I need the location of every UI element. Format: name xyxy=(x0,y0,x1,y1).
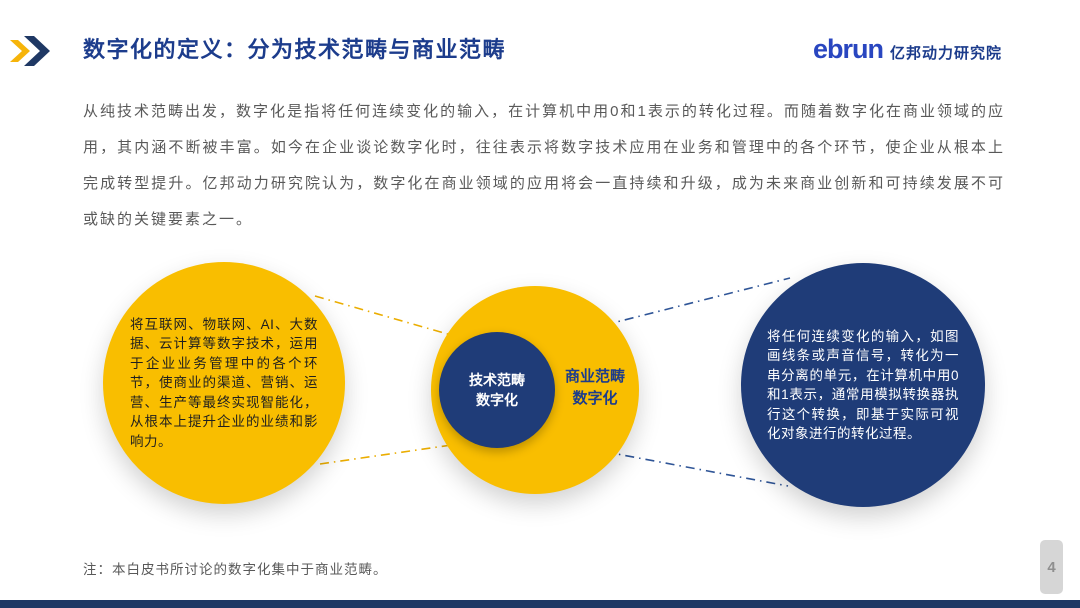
page-number: 4 xyxy=(1047,558,1056,576)
chevron-navy-icon xyxy=(24,36,50,66)
connector-gold-top xyxy=(314,295,501,350)
center-circle-scopes: 技术范畴 数字化 商业范畴 数字化 xyxy=(431,286,639,494)
right-circle-text: 将任何连续变化的输入，如图画线条或声音信号，转化为一串分离的单元，在计算机中用0… xyxy=(767,328,959,442)
center-circle-label: 商业范畴 数字化 xyxy=(564,368,625,407)
left-circle-technical-application: 将互联网、物联网、AI、大数据、云计算等数字技术，运用于企业业务管理中的各个环节… xyxy=(103,262,345,504)
inner-circle-technical-scope: 技术范畴 数字化 xyxy=(439,332,555,448)
ebrun-logo: ebrun 亿邦动力研究院 xyxy=(813,34,1002,65)
page-number-tab: 4 xyxy=(1040,540,1063,594)
connector-blue-top xyxy=(584,277,791,331)
ebrun-logo-text: ebrun xyxy=(812,34,884,64)
page-title: 数字化的定义：分为技术范畴与商业范畴 xyxy=(83,37,507,62)
logo-org-text: 亿邦动力研究院 xyxy=(889,45,1002,62)
connector-blue-bottom xyxy=(584,447,789,487)
chevron-yellow-icon xyxy=(10,40,30,62)
right-circle-technical-definition: 将任何连续变化的输入，如图画线条或声音信号，转化为一串分离的单元，在计算机中用0… xyxy=(741,263,985,507)
intro-paragraph: 从纯技术范畴出发，数字化是指将任何连续变化的输入，在计算机中用0和1表示的转化过… xyxy=(83,103,1005,228)
inner-circle-label: 技术范畴 数字化 xyxy=(469,371,525,408)
left-circle-text: 将互联网、物联网、AI、大数据、云计算等数字技术，运用于企业业务管理中的各个环节… xyxy=(130,316,318,449)
double-chevron-icon xyxy=(10,36,52,71)
bottom-accent-bar xyxy=(0,600,1080,608)
footnote: 注：本白皮书所讨论的数字化集中于商业范畴。 xyxy=(83,562,388,577)
